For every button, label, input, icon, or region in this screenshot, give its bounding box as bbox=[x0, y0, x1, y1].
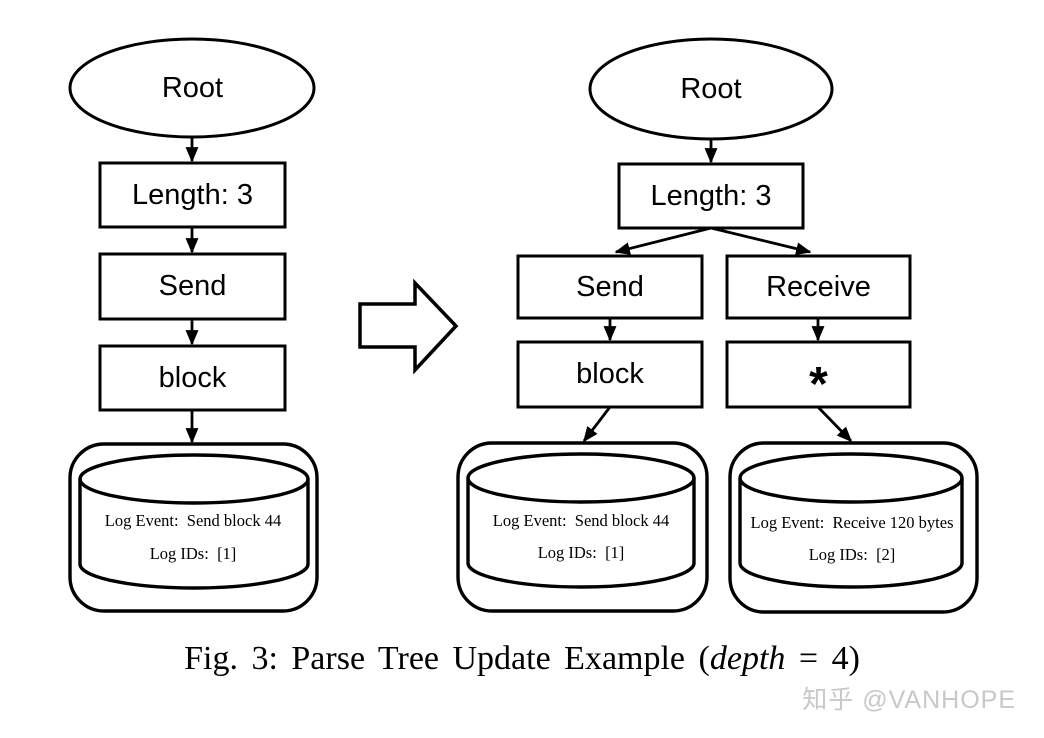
right-db-send-cylinder-body bbox=[466, 478, 696, 589]
right-tree-group bbox=[456, 37, 979, 614]
right-length-label: Length: 3 bbox=[650, 179, 772, 212]
right-db-receive-log-event: Log Event: Receive 120 bytes bbox=[750, 513, 954, 532]
right-root-ellipse bbox=[588, 37, 834, 141]
right-db-send-log-event: Log Event: Send block 44 bbox=[492, 511, 670, 530]
right-root-label: Root bbox=[680, 72, 742, 105]
caption-suffix: = 4) bbox=[785, 640, 860, 677]
arrow-right-length-to-send bbox=[614, 226, 712, 255]
left-db-log-event: Log Event: Send block 44 bbox=[104, 511, 282, 530]
left-db-container bbox=[68, 442, 319, 613]
left-db-cylinder-top bbox=[78, 453, 310, 505]
zhihu-watermark: 知乎 @VANHOPE bbox=[802, 686, 1016, 714]
left-block-label: block bbox=[158, 361, 227, 394]
star-glyph: * bbox=[809, 358, 828, 411]
right-db-send-cylinder-top bbox=[466, 452, 696, 504]
left-length-label: Length: 3 bbox=[132, 178, 253, 211]
right-db-receive-cylinder-body bbox=[738, 478, 964, 589]
right-receive-label: Receive bbox=[766, 270, 871, 303]
arrow-right-block-to-db bbox=[582, 406, 612, 443]
left-db-log-ids: Log IDs: [1] bbox=[149, 544, 237, 563]
right-star-label: * bbox=[727, 342, 910, 411]
left-send-label: Send bbox=[158, 270, 227, 302]
right-block-label: block bbox=[576, 358, 644, 390]
right-db-receive-cylinder-top bbox=[738, 452, 964, 504]
figure-caption: Fig. 3: Parse Tree Update Example (depth… bbox=[0, 640, 1044, 678]
left-tree-group bbox=[68, 37, 319, 613]
left-db-cylinder-body bbox=[78, 479, 310, 590]
caption-prefix: Fig. 3: Parse Tree Update Example ( bbox=[184, 640, 710, 677]
right-db-receive-container bbox=[728, 441, 979, 614]
arrow-right-star-to-db bbox=[816, 406, 853, 443]
right-db-send-log-ids: Log IDs: [1] bbox=[537, 543, 625, 562]
caption-italic-depth: depth bbox=[709, 640, 786, 677]
right-db-send-container bbox=[456, 441, 709, 613]
update-arrow-icon bbox=[358, 278, 459, 375]
right-db-receive-log-ids: Log IDs: [2] bbox=[808, 545, 896, 564]
arrow-right-length-to-receive bbox=[710, 226, 812, 256]
left-root-label: Root bbox=[161, 71, 224, 104]
right-send-label: Send bbox=[576, 270, 644, 303]
